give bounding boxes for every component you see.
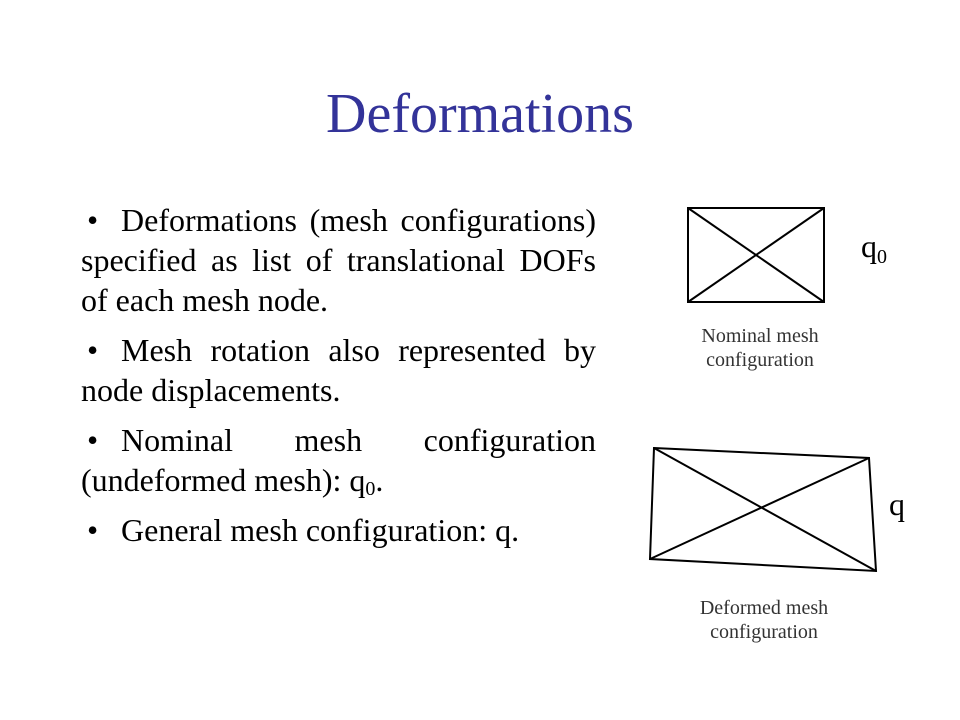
bullet-text: General mesh configuration: q. — [121, 512, 520, 548]
bullet-item: • General mesh configuration: q. — [81, 510, 596, 550]
bullet-text-suffix: . — [375, 462, 384, 498]
bullet-item: •Mesh rotation also represented by node … — [81, 330, 596, 410]
bullet-item: •Deformations (mesh configurations) spec… — [81, 200, 596, 320]
nominal-label-main: q — [861, 228, 877, 264]
deformed-mesh-diagonal — [649, 457, 870, 560]
bullet-text: Deformations (mesh configurations) speci… — [81, 202, 596, 318]
bullet-subscript: 0 — [365, 478, 376, 500]
bullet-list: •Deformations (mesh configurations) spec… — [81, 200, 596, 560]
caption-line: configuration — [706, 349, 814, 371]
caption-line: Deformed mesh — [699, 597, 829, 619]
bullet-marker: • — [87, 332, 99, 368]
slide-title: Deformations — [326, 83, 634, 145]
deformed-configuration-label: q — [889, 486, 905, 522]
bullet-text: Mesh rotation also represented by node d… — [81, 332, 596, 408]
caption-line: Nominal mesh — [701, 325, 819, 347]
nominal-mesh-diagonal — [687, 207, 825, 303]
bullet-marker: • — [87, 202, 99, 238]
nominal-configuration-label: q0 — [861, 228, 887, 267]
bullet-item: •Nominal mesh configuration (undeformed … — [81, 420, 596, 500]
caption-line: configuration — [710, 621, 818, 643]
deformed-mesh-caption: Deformed mesh configuration — [644, 596, 884, 644]
nominal-mesh-outline — [687, 207, 825, 303]
nominal-mesh-caption: Nominal mesh configuration — [640, 324, 880, 372]
nominal-label-subscript: 0 — [877, 246, 887, 268]
deformed-mesh — [648, 446, 878, 573]
bullet-marker: • — [87, 512, 99, 548]
nominal-mesh — [687, 207, 825, 303]
bullet-text: Nominal mesh configuration (undeformed m… — [81, 422, 596, 498]
deformed-mesh-diagonal — [653, 447, 877, 572]
bullet-marker: • — [87, 422, 99, 458]
